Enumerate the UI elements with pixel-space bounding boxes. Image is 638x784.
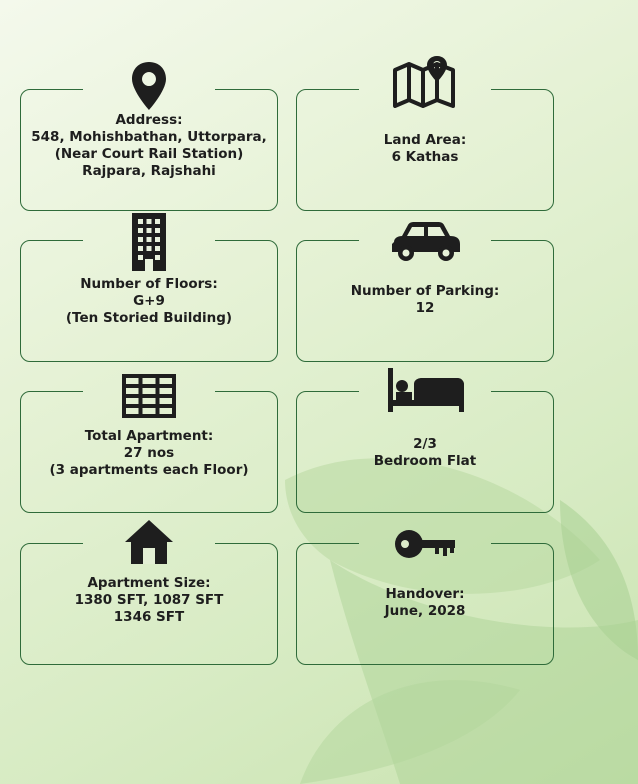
floors-text: Number of Floors: G+9 (Ten Storied Build…	[20, 276, 278, 327]
bedroom-value: Bedroom Flat	[373, 453, 477, 469]
bedroom-title: 2/3	[413, 436, 437, 452]
parking-title: Number of Parking:	[350, 283, 500, 299]
bedroom-text: 2/3 Bedroom Flat	[296, 436, 554, 470]
handover-title: Handover:	[385, 586, 465, 602]
address-line-3: Rajpara, Rajshahi	[82, 163, 216, 179]
grid-icon	[89, 366, 209, 426]
handover-text: Handover: June, 2028	[296, 586, 554, 620]
address-text: Address: 548, Mohishbathan, Uttorpara, (…	[20, 112, 278, 180]
parking-value: 12	[415, 300, 435, 316]
parking-text: Number of Parking: 12	[296, 283, 554, 317]
land-area-title: Land Area:	[383, 132, 467, 148]
floors-note: (Ten Storied Building)	[65, 310, 233, 326]
floors-value: G+9	[133, 293, 165, 309]
house-icon	[89, 512, 209, 572]
apartments-text: Total Apartment: 27 nos (3 apartments ea…	[20, 428, 278, 479]
address-title: Address:	[115, 112, 183, 128]
size-line-1: 1380 SFT, 1087 SFT	[74, 592, 224, 608]
bed-icon	[366, 360, 486, 420]
key-icon	[366, 514, 486, 574]
map-pin-icon	[89, 56, 209, 116]
floors-title: Number of Floors:	[80, 276, 218, 292]
address-line-1: 548, Mohishbathan, Uttorpara,	[31, 129, 267, 145]
land-area-value: 6 Kathas	[391, 149, 459, 165]
address-line-2: (Near Court Rail Station)	[54, 146, 244, 162]
apartments-value: 27 nos	[123, 445, 175, 461]
map-icon	[364, 52, 484, 112]
apartments-title: Total Apartment:	[84, 428, 214, 444]
land-area-text: Land Area: 6 Kathas	[296, 132, 554, 166]
size-line-2: 1346 SFT	[113, 609, 185, 625]
apartments-note: (3 apartments each Floor)	[49, 462, 249, 478]
size-title: Apartment Size:	[87, 575, 211, 591]
size-text: Apartment Size: 1380 SFT, 1087 SFT 1346 …	[20, 575, 278, 626]
car-icon	[366, 212, 486, 272]
handover-value: June, 2028	[384, 603, 466, 619]
building-icon	[89, 212, 209, 272]
